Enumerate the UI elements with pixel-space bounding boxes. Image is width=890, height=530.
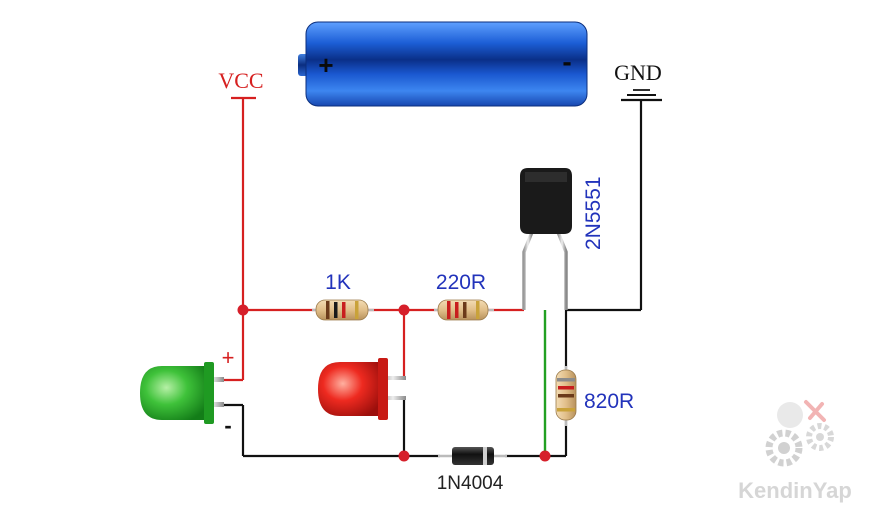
led-red: [318, 358, 406, 420]
transistor-highlight: [525, 172, 567, 182]
resistor-1k: 1K: [312, 271, 374, 321]
resistor-220r-band-4: [476, 301, 480, 319]
led-green-lens: [140, 366, 206, 420]
resistor-220r-band-3: [463, 302, 467, 318]
resistor-820r-band-2: [558, 386, 574, 390]
junctions: [237, 304, 551, 462]
watermark-gear-2: [806, 423, 834, 451]
resistor-820r-band-1: [557, 378, 575, 382]
vcc-label: VCC: [218, 68, 263, 93]
junction-dot: [237, 304, 249, 316]
battery-outline: [305, 21, 588, 107]
resistor-820r-band-3: [558, 394, 574, 398]
transistor-emitter-leg: [556, 231, 568, 310]
battery-body: [306, 22, 587, 106]
watermark: KendinYap: [738, 400, 852, 503]
battery: + -: [298, 21, 588, 107]
resistor-820r: 820R: [555, 366, 634, 426]
transistor-body: [520, 168, 572, 234]
led-green-rim: [204, 362, 214, 424]
resistor-1k-band-4: [355, 301, 359, 319]
diode-body: [452, 447, 494, 465]
resistor-220r-band-1: [447, 301, 451, 319]
wires: [222, 98, 643, 458]
resistor-220r-band-2: [455, 302, 459, 318]
diode-label: 1N4004: [437, 473, 504, 494]
gnd-symbol: GND: [614, 60, 662, 102]
led-red-lens: [318, 362, 380, 416]
resistor-1k-band-3: [342, 302, 346, 318]
gears-icon: [765, 400, 834, 467]
junction-dot: [398, 304, 410, 316]
battery-plus-label: +: [318, 50, 333, 80]
resistor-820r-label: 820R: [584, 390, 634, 413]
diode-cathode-band: [483, 447, 487, 465]
led-red-rim: [378, 358, 388, 420]
resistor-1k-band-1: [326, 301, 330, 319]
led-minus-label: -: [224, 413, 231, 438]
junction-dot: [398, 450, 410, 462]
watermark-text: KendinYap: [738, 478, 852, 503]
watermark-head: [777, 402, 803, 428]
watermark-gear-1-hub: [778, 442, 790, 454]
led-plus-label: +: [222, 345, 235, 370]
battery-minus-label: -: [562, 46, 571, 77]
gnd-label: GND: [614, 60, 662, 85]
led-red-cathode-leg: [380, 396, 406, 400]
watermark-gear-2-hub: [816, 433, 824, 441]
led-red-anode-leg: [380, 376, 406, 380]
diode-1n4004: 1N4004: [437, 447, 507, 494]
resistor-220r: 220R: [434, 271, 494, 321]
resistor-1k-band-2: [334, 302, 338, 318]
resistor-220r-label: 220R: [436, 271, 486, 294]
watermark-tool: [804, 400, 826, 422]
resistor-820r-band-4: [557, 408, 575, 412]
vcc-symbol: VCC: [218, 68, 264, 100]
transistor-label: 2N5551: [582, 176, 605, 250]
junction-dot: [539, 450, 551, 462]
transistor-base-leg: [522, 231, 534, 310]
watermark-gear-1: [765, 429, 803, 467]
led-green: + -: [140, 345, 234, 438]
resistor-1k-label: 1K: [325, 271, 351, 294]
transistor-2n5551: 2N5551: [520, 168, 605, 310]
